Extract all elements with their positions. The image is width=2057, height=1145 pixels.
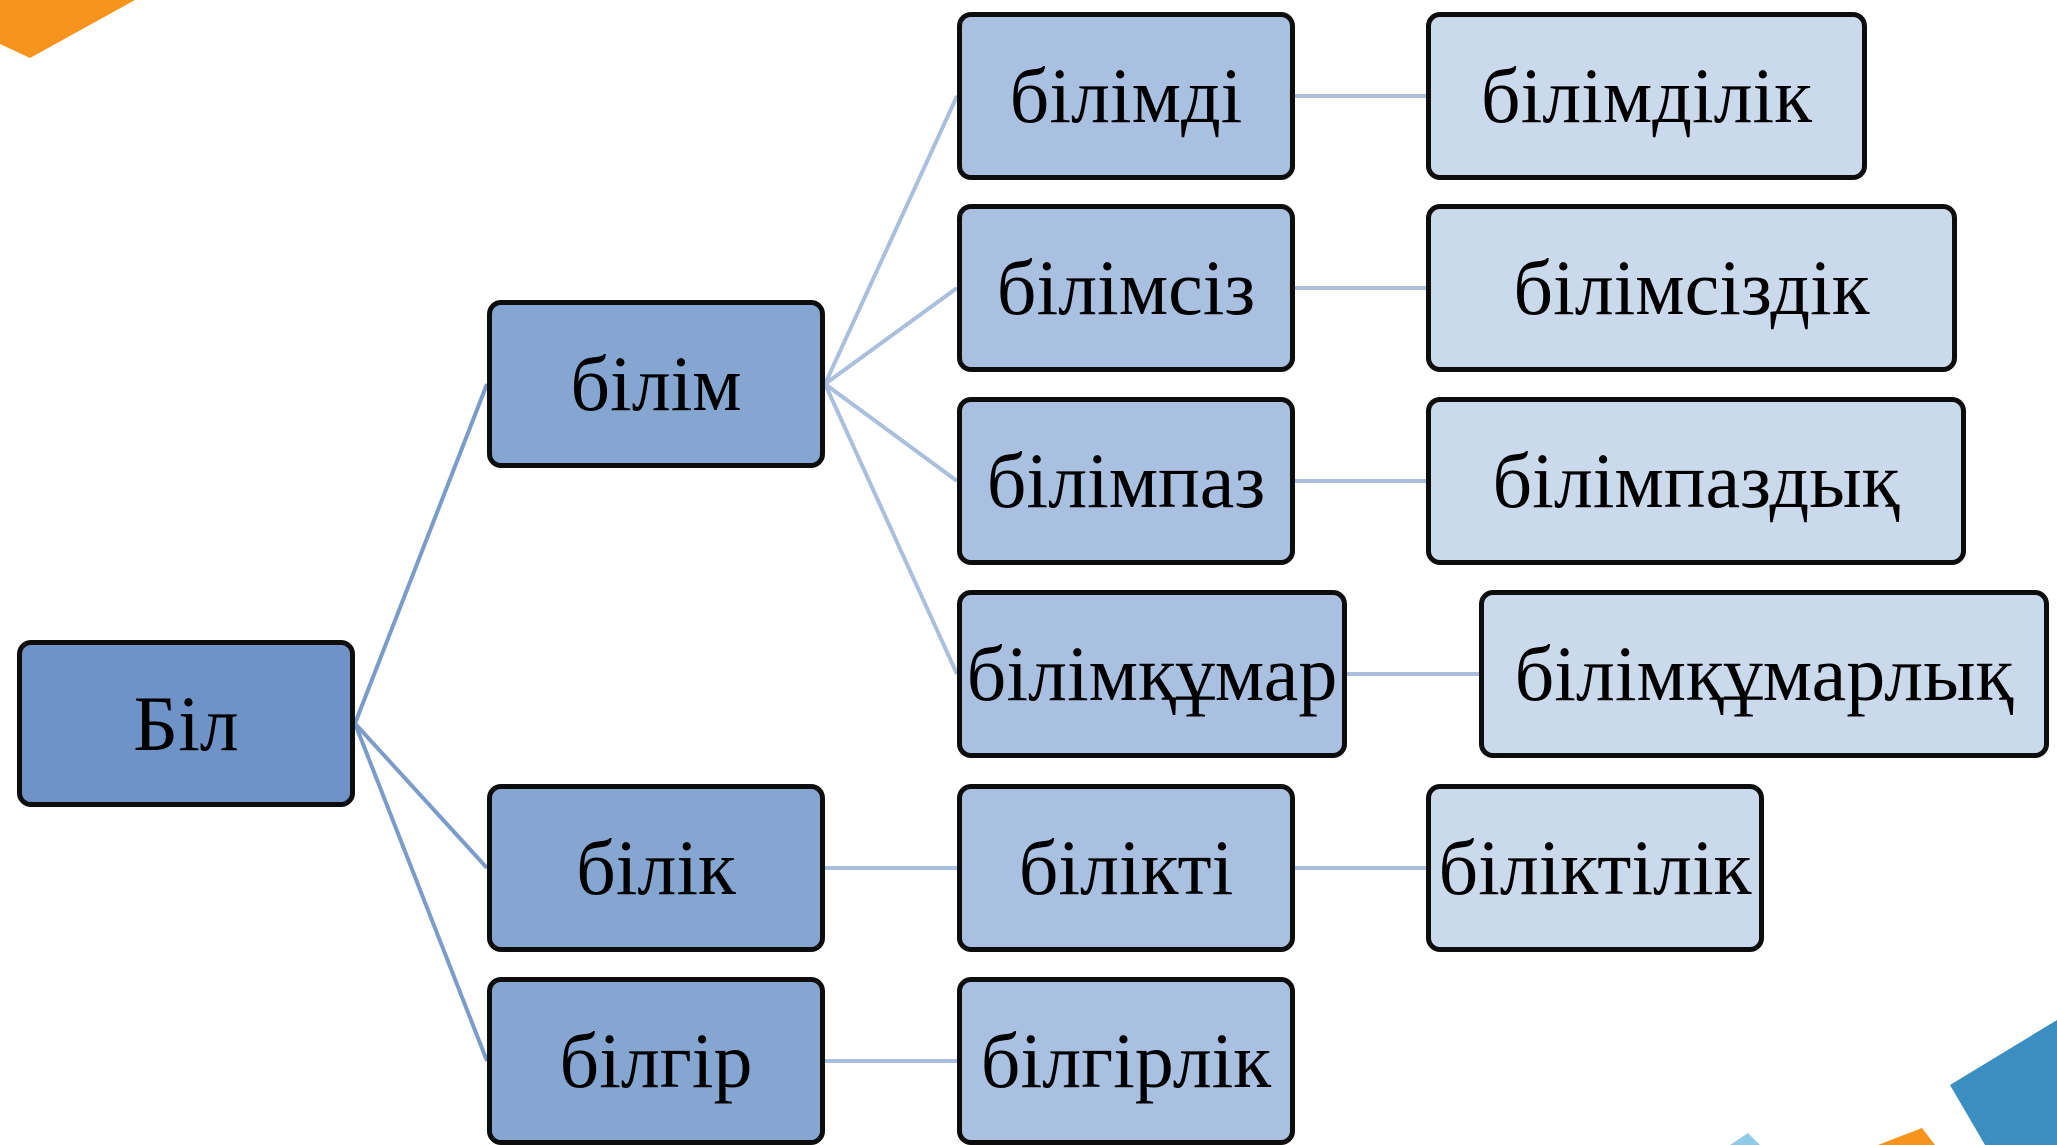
node-bilimqumar: білімқұмар [957, 590, 1347, 758]
node-bilimsiz: білімсіз [957, 204, 1295, 372]
node-biliktilik: біліктілік [1426, 784, 1764, 952]
node-label: білгірлік [980, 1017, 1272, 1104]
node-label: білімсіз [996, 244, 1256, 331]
node-bilimdilik: білімділік [1426, 12, 1867, 180]
connector-bilim-bilimqumar [823, 383, 959, 675]
orange-corner-shape [0, 0, 135, 58]
node-label: біліктілік [1438, 824, 1752, 911]
node-label: білімсіздік [1513, 244, 1870, 331]
node-bilimqumarlyq: білімқұмарлық [1479, 590, 2049, 758]
node-label: білімді [1009, 52, 1243, 139]
node-bilik: білік [487, 784, 825, 952]
node-label: білікті [1018, 824, 1234, 911]
node-bilimdi: білімді [957, 12, 1295, 180]
node-label: білімділік [1480, 52, 1813, 139]
node-bilgirlik: білгірлік [957, 977, 1295, 1145]
node-bilgir: білгір [487, 977, 825, 1145]
orange-small-corner-shape [1878, 1128, 1935, 1145]
node-label: білімпаздық [1492, 437, 1900, 524]
blue-corner-shape [1950, 1020, 2057, 1145]
connector-bilim-bilimpaz [823, 382, 959, 483]
node-bilimsizdik: білімсіздік [1426, 204, 1957, 372]
node-bil: Біл [17, 640, 355, 807]
connector-root-bilim [353, 383, 489, 725]
connector-root-bilgir [353, 722, 489, 1062]
lightblue-small-corner-shape [1730, 1133, 1760, 1145]
node-label: білімқұмар [966, 630, 1338, 717]
node-label: білімқұмарлық [1514, 630, 2014, 717]
node-label: білгір [559, 1017, 753, 1104]
node-bilikti: білікті [957, 784, 1295, 952]
connector-bilim-bilimsiz [823, 286, 959, 386]
node-label: білімпаз [986, 437, 1266, 524]
connector-root-bilik [353, 722, 489, 870]
node-label: Біл [133, 679, 239, 767]
node-bilimpaz: білімпаз [957, 397, 1295, 565]
node-label: білік [576, 824, 736, 911]
node-bilim: білім [487, 300, 825, 468]
node-label: білім [570, 340, 742, 427]
node-bilimpazdyq: білімпаздық [1426, 397, 1966, 565]
connector-bilim-bilimdi [823, 95, 959, 385]
